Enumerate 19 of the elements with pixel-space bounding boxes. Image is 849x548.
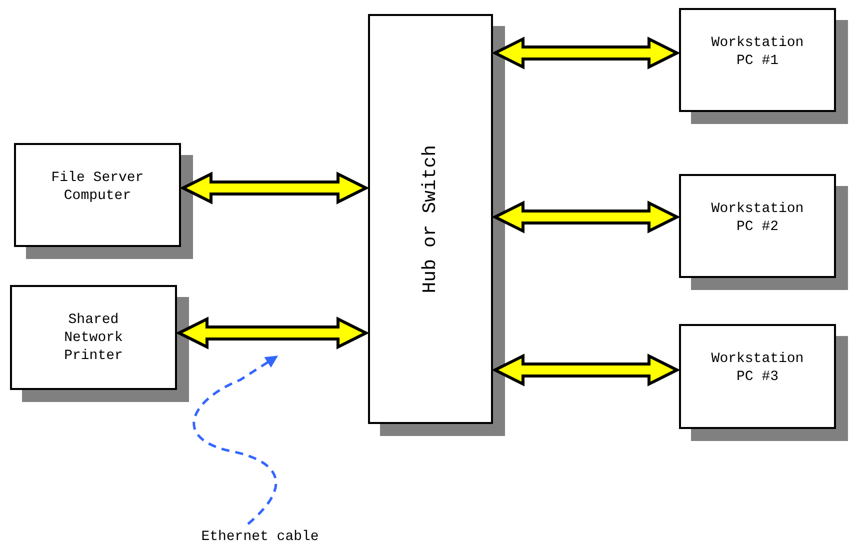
device-box <box>14 143 181 247</box>
hub-box <box>368 14 493 424</box>
device-label: Workstation PC #2 <box>710 200 805 236</box>
device-box <box>679 324 836 429</box>
double-arrow <box>176 316 370 350</box>
double-arrow <box>492 36 680 70</box>
device-label: Shared Network Printer <box>63 311 124 365</box>
double-arrow <box>492 200 680 234</box>
cable-label: Ethernet cable <box>180 528 340 546</box>
device-box <box>679 8 836 112</box>
device-box <box>10 285 177 390</box>
device-box <box>679 174 836 278</box>
device-label: Workstation PC #1 <box>710 34 805 70</box>
double-arrow <box>492 354 680 386</box>
device-label: File Server Computer <box>50 169 145 205</box>
hub-label: Hub or Switch <box>418 144 442 294</box>
double-arrow <box>180 172 370 204</box>
dashed-arrow <box>192 356 278 525</box>
device-label: Workstation PC #3 <box>710 350 805 386</box>
